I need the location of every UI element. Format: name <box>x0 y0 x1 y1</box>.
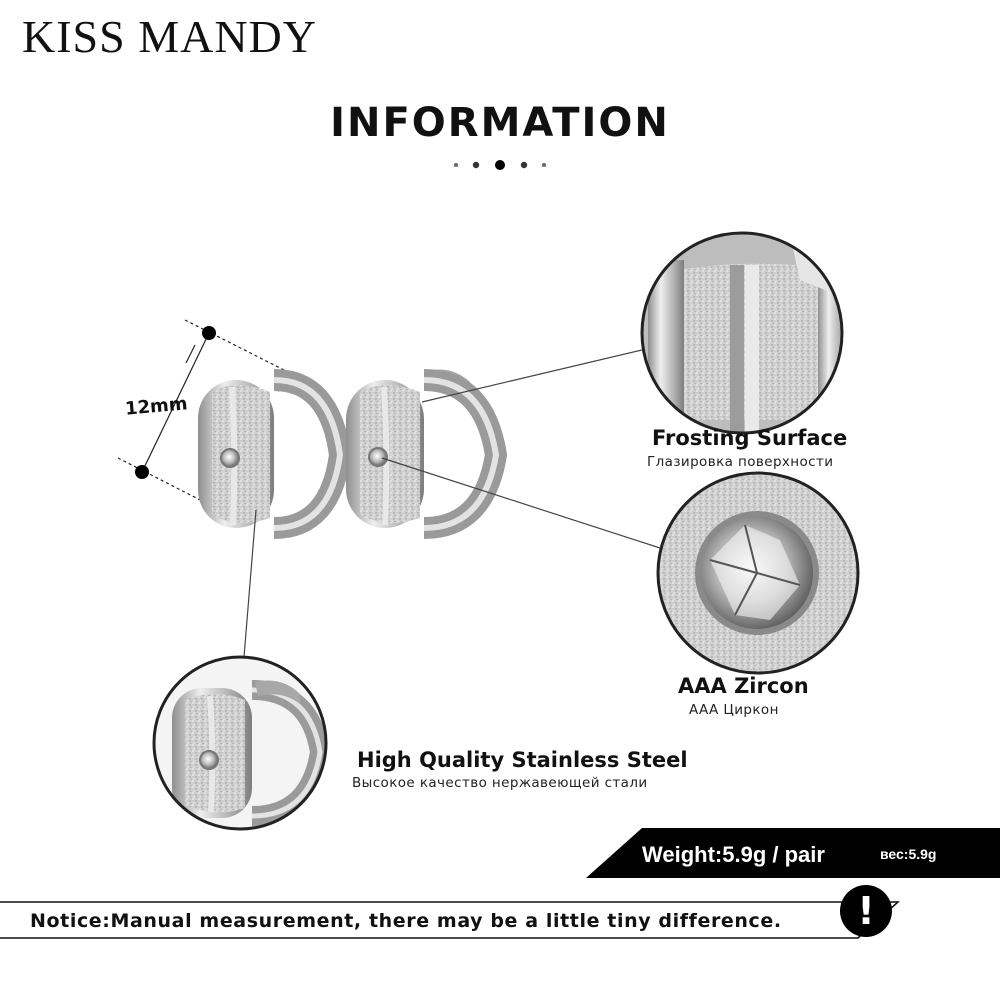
brand-logo: KISS MANDY <box>22 11 317 62</box>
dimension-dot-bottom <box>135 465 149 479</box>
weight-text-ru: вес:5.9g <box>880 846 937 862</box>
feature-title-frosting: Frosting Surface <box>652 426 848 450</box>
earring-right <box>346 369 508 539</box>
weight-text: Weight:5.9g / pair <box>642 842 825 867</box>
dimension-marker <box>117 319 301 507</box>
notice-text: Notice:Manual measurement, there may be … <box>30 910 782 932</box>
zircon-detail-circle <box>656 471 860 675</box>
feature-subtitle-frosting: Глазировка поверхности <box>647 454 834 470</box>
feature-title-zircon: AAA Zircon <box>678 674 809 698</box>
earring-left <box>198 369 352 539</box>
steel-detail-circle <box>152 655 328 831</box>
weight-band <box>586 828 1000 878</box>
exclamation-icon: ! <box>840 885 892 937</box>
feature-subtitle-zircon: AAA Циркон <box>689 702 779 718</box>
dimension-dot-top <box>202 326 216 340</box>
heading-dots-divider <box>454 160 546 170</box>
feature-subtitle-steel: Высокое качество нержавеющей стали <box>352 775 648 791</box>
section-heading: INFORMATION <box>330 100 670 146</box>
feature-title-steel: High Quality Stainless Steel <box>357 748 688 772</box>
callout-lines <box>243 349 661 658</box>
frosting-detail-circle <box>640 231 844 435</box>
